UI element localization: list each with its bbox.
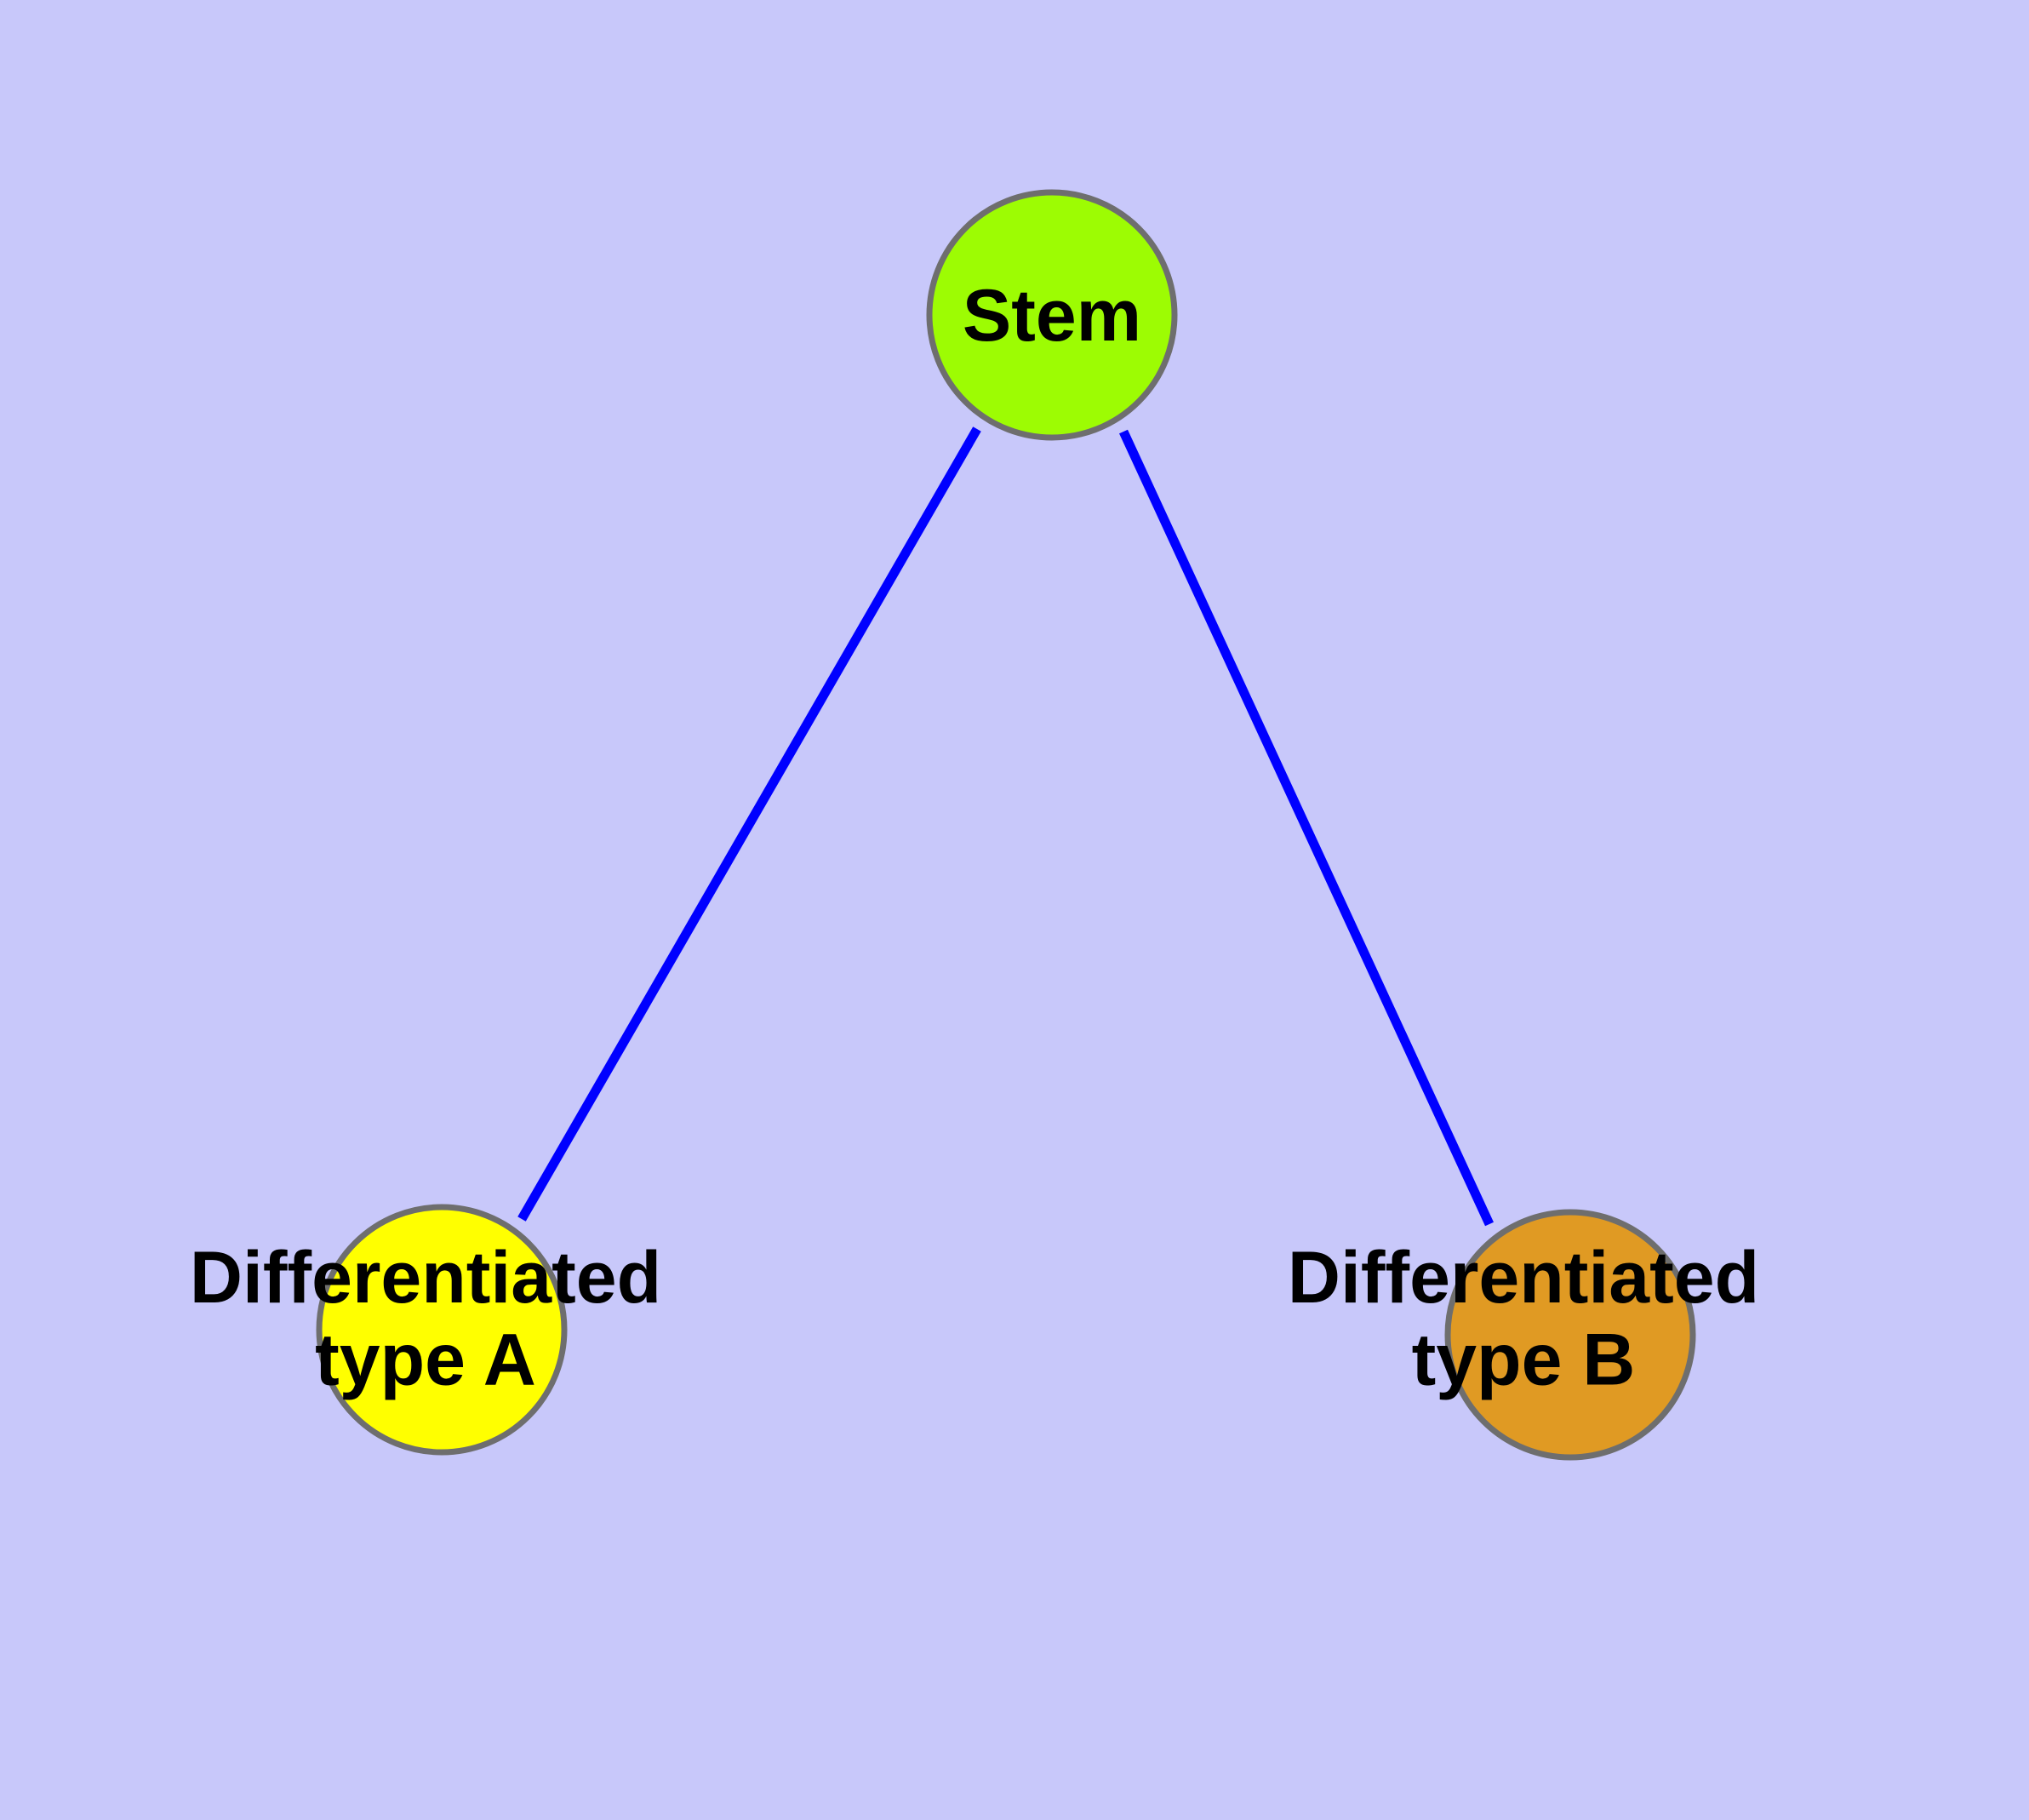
- nodes-layer: [316, 189, 1696, 1461]
- node-label-line: type B: [1412, 1319, 1636, 1400]
- node-stem-circle[interactable]: [926, 189, 1178, 441]
- edge-stem-to-differentiated-b[interactable]: [1119, 429, 1494, 1227]
- node-label-line: Differentiated: [1288, 1237, 1759, 1319]
- node-label-line: Stem: [963, 275, 1141, 357]
- node-differentiated-type-a-circle[interactable]: [316, 1204, 568, 1456]
- node-label-line: Differentiated: [190, 1237, 661, 1319]
- node-label-line: type A: [315, 1319, 536, 1400]
- node-differentiated-type-b-circle[interactable]: [1444, 1209, 1696, 1461]
- edge-stem-to-differentiated-a[interactable]: [517, 426, 981, 1222]
- edges-layer: [517, 426, 1494, 1227]
- node-stem-label: Stem: [963, 275, 1141, 357]
